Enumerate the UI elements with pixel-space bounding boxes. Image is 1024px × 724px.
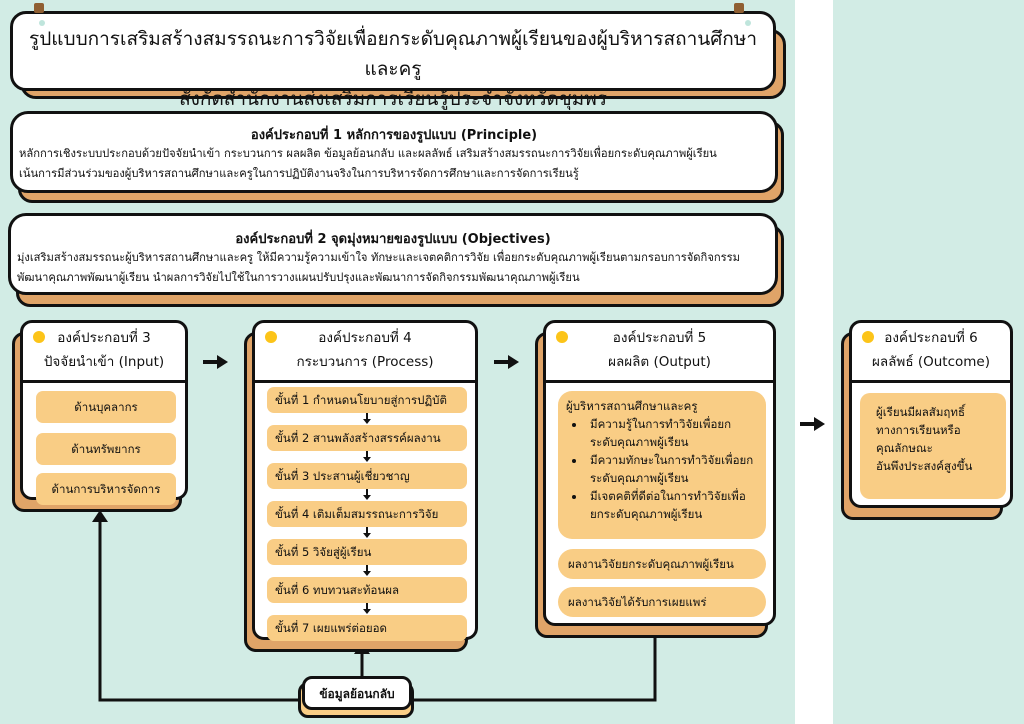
outcome-line: ทางการเรียนหรือ [876, 423, 961, 437]
process-step: ขั้นที่ 1 กำหนดนโยบายสู่การปฏิบัติ [267, 387, 467, 413]
component-4-header: องค์ประกอบที่ 4 กระบวนการ (Process) [255, 323, 475, 383]
feedback-box: ข้อมูลย้อนกลับ [298, 676, 414, 718]
component-3-face: องค์ประกอบที่ 3 ปัจจัยนำเข้า (Input) ด้า… [20, 320, 188, 505]
component-6-heading-line-2: ผลลัพธ์ (Outcome) [871, 354, 991, 370]
feedback-line-right [410, 630, 657, 702]
component-4-face: องค์ประกอบที่ 4 กระบวนการ (Process) ขั้น… [252, 320, 478, 641]
output-item: ผลงานวิจัยได้รับการเผยแพร่ [558, 587, 766, 617]
component-5-header: องค์ประกอบที่ 5 ผลผลิต (Output) [546, 323, 773, 383]
component-3-header: องค์ประกอบที่ 3 ปัจจัยนำเข้า (Input) [23, 323, 185, 383]
component-6-heading-line-1: องค์ประกอบที่ 6 [884, 330, 978, 346]
feedback-box-face: ข้อมูลย้อนกลับ [302, 676, 412, 710]
page-title: รูปแบบการเสริมสร้างสมรรถนะการวิจัยเพื่อย… [13, 24, 773, 114]
process-step: ขั้นที่ 4 เติมเต็มสมรรถนะการวิจัย [267, 501, 467, 527]
process-step: ขั้นที่ 5 วิจัยสู่ผู้เรียน [267, 539, 467, 565]
outcome-item: ผู้เรียนมีผลสัมฤทธิ์ ทางการเรียนหรือ คุณ… [860, 393, 1006, 499]
yellow-dot-icon [265, 331, 277, 343]
component-3-heading-line-2: ปัจจัยนำเข้า (Input) [43, 354, 165, 370]
component-2-body-line-1: มุ่งเสริมสร้างสมรรถนะผู้บริหารสถานศึกษาแ… [17, 251, 741, 264]
component-3-heading-line-1: องค์ประกอบที่ 3 [57, 330, 151, 346]
component-4-heading-line-2: กระบวนการ (Process) [296, 354, 434, 370]
outcome-line: คุณลักษณะ [876, 441, 933, 455]
arrow-down-icon [363, 603, 371, 614]
component-4-process: องค์ประกอบที่ 4 กระบวนการ (Process) ขั้น… [244, 320, 478, 652]
yellow-dot-icon [556, 331, 568, 343]
component-2-heading: องค์ประกอบที่ 2 จุดมุ่งหมายของรูปแบบ (Ob… [235, 232, 551, 247]
component-6-outcome: องค์ประกอบที่ 6 ผลลัพธ์ (Outcome) ผู้เรี… [841, 320, 1013, 520]
process-step: ขั้นที่ 2 สานพลังสร้างสรรค์ผลงาน [267, 425, 467, 451]
component-1-body-line-2: เน้นการมีส่วนร่วมของผู้บริหารสถานศึกษาแล… [19, 167, 579, 180]
feedback-arrowhead-input [92, 510, 108, 522]
feedback-line-left [98, 520, 302, 702]
component-2-body-line-2: พัฒนาคุณภาพพัฒนาผู้เรียน นำผลการวิจัยไปใ… [17, 271, 580, 284]
component-6-header: องค์ประกอบที่ 6 ผลลัพธ์ (Outcome) [852, 323, 1010, 383]
component-2-body: มุ่งเสริมสร้างสมรรถนะผู้บริหารสถานศึกษาแ… [17, 248, 769, 288]
process-step: ขั้นที่ 6 ทบทวนสะท้อนผล [267, 577, 467, 603]
output-bullet: มีความทักษะในการทำวิจัยเพื่อยกระดับคุณภา… [586, 451, 758, 487]
process-step: ขั้นที่ 7 เผยแพร่ต่อยอด [267, 615, 467, 641]
output-bullet: มีความรู้ในการทำวิจัยเพื่อยกระดับคุณภาพผ… [586, 415, 758, 451]
pin-dot-icon [745, 20, 751, 26]
title-line-1: รูปแบบการเสริมสร้างสมรรถนะการวิจัยเพื่อย… [29, 28, 757, 80]
title-line-2: สังกัดสำนักงานส่งเสริมการเรียนรู้ประจำจั… [179, 88, 607, 110]
yellow-dot-icon [33, 331, 45, 343]
yellow-dot-icon [862, 331, 874, 343]
arrow-right-icon [203, 355, 228, 369]
pin-dot-icon [39, 20, 45, 26]
arrow-right-icon [800, 417, 825, 431]
output-bullet: มีเจตคติที่ดีต่อในการทำวิจัยเพื่อยกระดับ… [586, 487, 758, 523]
title-card: รูปแบบการเสริมสร้างสมรรถนะการวิจัยเพื่อย… [10, 3, 786, 110]
component-1-heading: องค์ประกอบที่ 1 หลักการของรูปแบบ (Princi… [250, 128, 538, 143]
process-step: ขั้นที่ 3 ประสานผู้เชี่ยวชาญ [267, 463, 467, 489]
input-item: ด้านทรัพยากร [36, 433, 176, 465]
component-5-output: องค์ประกอบที่ 5 ผลผลิต (Output) ผู้บริหา… [535, 320, 776, 638]
component-1-face: องค์ประกอบที่ 1 หลักการของรูปแบบ (Princi… [10, 111, 778, 193]
output-bullet-list: มีความรู้ในการทำวิจัยเพื่อยกระดับคุณภาพผ… [566, 415, 758, 523]
arrow-down-icon [363, 413, 371, 424]
component-5-heading-line-1: องค์ประกอบที่ 5 [612, 330, 707, 346]
component-5-heading-line-2: ผลผลิต (Output) [608, 354, 711, 370]
title-card-face: รูปแบบการเสริมสร้างสมรรถนะการวิจัยเพื่อย… [10, 11, 776, 110]
component-4-heading-line-1: องค์ประกอบที่ 4 [318, 330, 412, 346]
output-group-title: ผู้บริหารสถานศึกษาและครู [566, 399, 698, 413]
feedback-label: ข้อมูลย้อนกลับ [319, 687, 395, 701]
arrow-down-icon [363, 489, 371, 500]
arrow-down-icon [363, 451, 371, 462]
component-3-input: องค์ประกอบที่ 3 ปัจจัยนำเข้า (Input) ด้า… [12, 320, 188, 512]
component-6-face: องค์ประกอบที่ 6 ผลลัพธ์ (Outcome) ผู้เรี… [849, 320, 1013, 508]
arrow-down-icon [363, 565, 371, 576]
component-2-objectives: องค์ประกอบที่ 2 จุดมุ่งหมายของรูปแบบ (Ob… [8, 213, 784, 307]
pin-icon [734, 3, 744, 13]
output-item: ผลงานวิจัยยกระดับคุณภาพผู้เรียน [558, 549, 766, 579]
pin-icon [34, 3, 44, 13]
component-1-principle: องค์ประกอบที่ 1 หลักการของรูปแบบ (Princi… [10, 111, 784, 203]
outcome-line: ผู้เรียนมีผลสัมฤทธิ์ [876, 405, 965, 419]
component-1-body-line-1: หลักการเชิงระบบประกอบด้วยปัจจัยนำเข้า กร… [19, 147, 717, 160]
component-5-face: องค์ประกอบที่ 5 ผลผลิต (Output) ผู้บริหา… [543, 320, 776, 626]
component-1-body: หลักการเชิงระบบประกอบด้วยปัจจัยนำเข้า กร… [19, 144, 769, 184]
input-item: ด้านการบริหารจัดการ [36, 473, 176, 505]
output-group: ผู้บริหารสถานศึกษาและครู มีความรู้ในการท… [558, 391, 766, 539]
arrow-right-icon [494, 355, 519, 369]
component-2-face: องค์ประกอบที่ 2 จุดมุ่งหมายของรูปแบบ (Ob… [8, 213, 778, 295]
outcome-line: อันพึงประสงค์สูงขึ้น [876, 459, 973, 473]
arrow-down-icon [363, 527, 371, 538]
input-item: ด้านบุคลากร [36, 391, 176, 423]
